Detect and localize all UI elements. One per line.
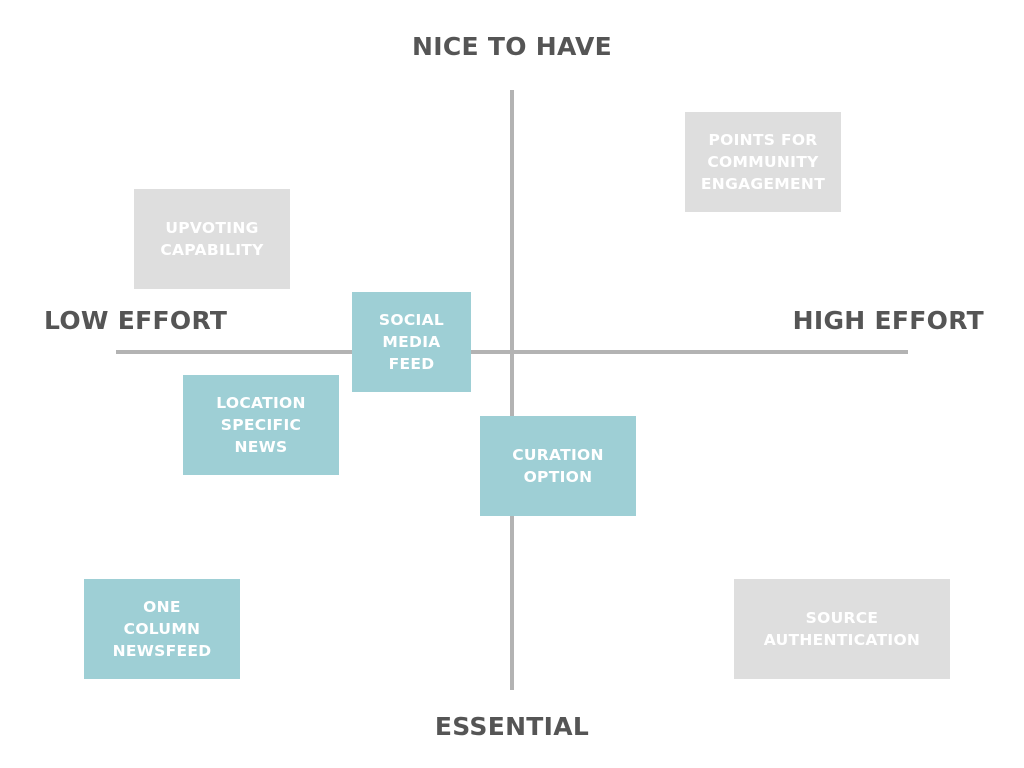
vertical-axis <box>510 90 514 690</box>
card-line: SOURCE <box>805 609 879 627</box>
card-line: AUTHENTICATION <box>763 631 921 649</box>
card-line: COLUMN <box>123 620 201 638</box>
card-line: CURATION <box>512 446 604 464</box>
card-line: NEWSFEED <box>112 642 212 660</box>
card-location-specific-news: LOCATION SPECIFIC NEWS <box>183 375 339 475</box>
card-text: LOCATION SPECIFIC NEWS <box>216 392 306 458</box>
card-upvoting-capability: UPVOTING CAPABILITY <box>134 189 290 289</box>
card-line: ENGAGEMENT <box>700 175 826 193</box>
axis-label-essential: ESSENTIAL <box>434 712 590 741</box>
card-text: SOCIAL MEDIA FEED <box>379 309 444 375</box>
card-line: FEED <box>388 355 435 373</box>
card-line: NEWS <box>234 438 288 456</box>
card-source-authentication: SOURCE AUTHENTICATION <box>734 579 950 679</box>
axis-label-low-effort: LOW EFFORT <box>44 306 228 335</box>
card-line: MEDIA <box>382 333 441 351</box>
card-line: LOCATION <box>216 394 306 412</box>
card-line: POINTS FOR <box>708 131 818 149</box>
card-text: SOURCE AUTHENTICATION <box>764 607 920 651</box>
card-curation-option: CURATION OPTION <box>480 416 636 516</box>
card-text: POINTS FOR COMMUNITY ENGAGEMENT <box>701 129 825 195</box>
card-social-media-feed: SOCIAL MEDIA FEED <box>352 292 471 392</box>
card-text: CURATION OPTION <box>512 444 604 488</box>
card-text: ONE COLUMN NEWSFEED <box>113 596 212 662</box>
card-line: OPTION <box>523 468 593 486</box>
card-one-column-newsfeed: ONE COLUMN NEWSFEED <box>84 579 240 679</box>
card-line: CAPABILITY <box>160 241 264 259</box>
horizontal-axis <box>116 350 908 354</box>
card-line: ONE <box>143 598 181 616</box>
axis-label-high-effort: HIGH EFFORT <box>792 306 984 335</box>
card-line: SPECIFIC <box>220 416 302 434</box>
card-line: UPVOTING <box>165 219 259 237</box>
axis-label-nice-to-have: NICE TO HAVE <box>412 32 612 61</box>
card-points-for-community-engagement: POINTS FOR COMMUNITY ENGAGEMENT <box>685 112 841 212</box>
card-text: UPVOTING CAPABILITY <box>160 217 263 261</box>
card-line: SOCIAL <box>378 311 445 329</box>
card-line: COMMUNITY <box>707 153 819 171</box>
